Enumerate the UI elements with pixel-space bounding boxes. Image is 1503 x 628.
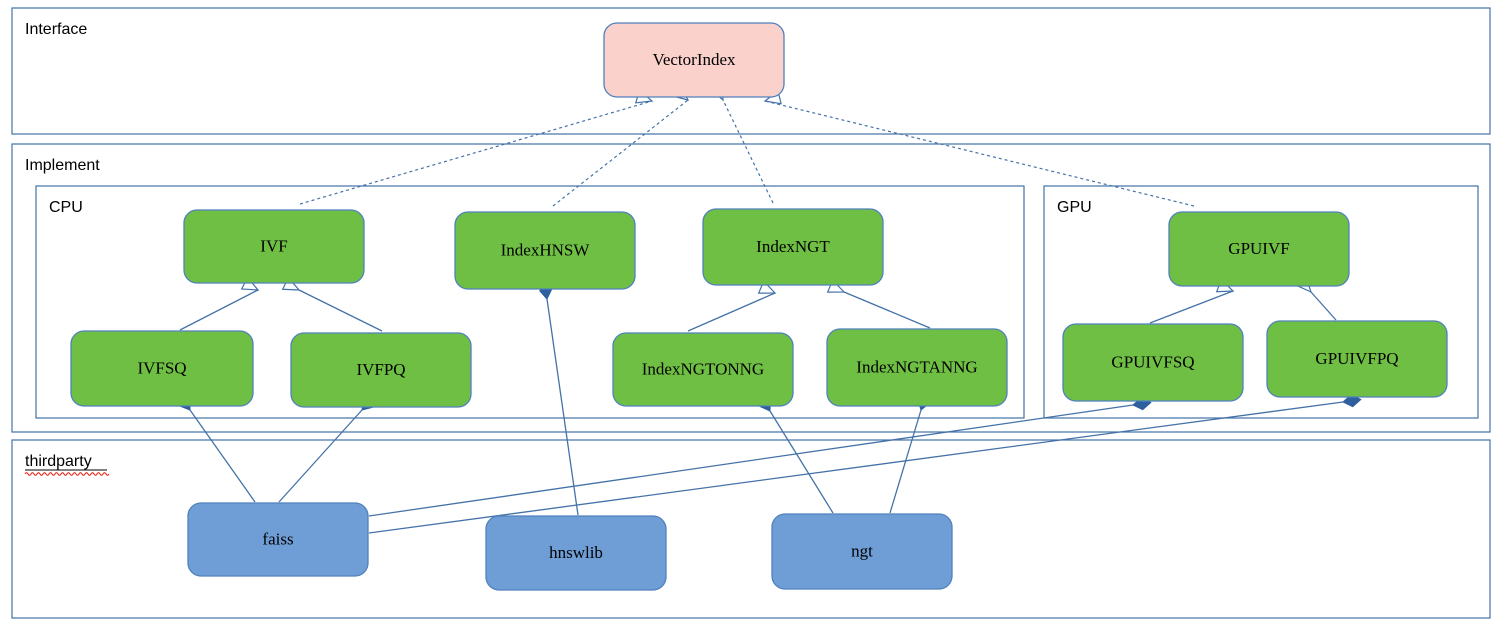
node-box-indexhnsw[interactable] <box>454 211 636 290</box>
edge-line-e-gpuivfpq-gpuivf <box>1310 291 1337 321</box>
edge-line-e-faiss-ivfsq <box>189 409 256 503</box>
node-label-ivfpq: IVFPQ <box>356 360 405 379</box>
edge-line-e-ngtanng-indexngt <box>843 291 931 329</box>
group-label-implement: Implement <box>25 157 100 174</box>
node-label-indexngt: IndexNGT <box>756 237 830 256</box>
node-ngt[interactable]: ngt <box>771 513 953 590</box>
group-label-interface: Interface <box>25 21 87 38</box>
edge-line-e-ngt-vectorindex <box>722 99 774 204</box>
node-box-gpuivfpq[interactable] <box>1266 320 1448 398</box>
edge-line-e-gpuivf-vectorindex <box>764 100 1195 207</box>
node-box-ngt[interactable] <box>771 513 953 590</box>
edge-line-e-gpuivfsq-gpuivf <box>1149 290 1234 324</box>
node-label-vectorindex: VectorIndex <box>652 50 736 69</box>
node-box-ivfsq[interactable] <box>70 330 254 407</box>
node-gpuivfsq[interactable]: GPUIVFSQ <box>1062 323 1244 402</box>
node-label-gpuivfpq: GPUIVFPQ <box>1315 349 1398 368</box>
node-label-ngt: ngt <box>851 541 873 560</box>
group-label-gpu: GPU <box>1057 199 1092 216</box>
node-label-indexngtonng: IndexNGTONNG <box>642 359 764 378</box>
node-vectorindex[interactable]: VectorIndex <box>603 22 785 98</box>
node-box-vectorindex[interactable] <box>603 22 785 98</box>
node-box-ivfpq[interactable] <box>290 332 472 408</box>
group-label-cpu: CPU <box>49 199 83 216</box>
spellcheck-squiggle-icon <box>24 472 110 476</box>
node-box-gpuivf[interactable] <box>1168 211 1350 287</box>
node-label-indexhnsw: IndexHNSW <box>501 240 591 259</box>
node-gpuivf[interactable]: GPUIVF <box>1168 211 1350 287</box>
edge-line-e-ivf-vectorindex <box>299 100 653 205</box>
node-ivf[interactable]: IVF <box>183 209 365 284</box>
node-hnswlib[interactable]: hnswlib <box>485 515 667 591</box>
node-faiss[interactable]: faiss <box>187 502 369 577</box>
node-box-faiss[interactable] <box>187 502 369 577</box>
node-box-indexngtonng[interactable] <box>612 332 794 407</box>
node-label-faiss: faiss <box>262 529 293 548</box>
group-label-thirdparty: thirdparty <box>25 453 92 470</box>
edge-line-e-ivfpq-ivf <box>298 289 383 332</box>
edge-line-e-ngt-indexngtanng <box>889 409 922 514</box>
edge-line-e-faiss-ivfpq <box>278 409 363 503</box>
edge-line-e-hnswlib-indexhnsw <box>546 298 579 516</box>
edge-line-e-ngtonng-indexngt <box>687 292 776 332</box>
edge-line-e-faiss-gpuivfpq <box>368 401 1344 534</box>
node-box-gpuivfsq[interactable] <box>1062 323 1244 402</box>
node-indexhnsw[interactable]: IndexHNSW <box>454 211 636 290</box>
node-box-indexngtanng[interactable] <box>826 328 1008 407</box>
node-label-ivfsq: IVFSQ <box>137 358 186 377</box>
node-label-gpuivf: GPUIVF <box>1228 239 1289 258</box>
node-box-ivf[interactable] <box>183 209 365 284</box>
node-label-indexngtanng: IndexNGTANNG <box>856 357 977 376</box>
node-box-hnswlib[interactable] <box>485 515 667 591</box>
edge-line-e-ivfsq-ivf <box>179 289 259 331</box>
node-label-hnswlib: hnswlib <box>549 543 603 562</box>
node-ivfpq[interactable]: IVFPQ <box>290 332 472 408</box>
node-indexngt[interactable]: IndexNGT <box>702 208 884 286</box>
node-gpuivfpq[interactable]: GPUIVFPQ <box>1266 320 1448 398</box>
edge-line-e-ngt-indexngtonng <box>769 410 834 514</box>
edge-line-e-faiss-gpuivfsq <box>368 404 1134 517</box>
node-label-gpuivfsq: GPUIVFSQ <box>1111 352 1194 371</box>
edge-line-e-hnsw-vectorindex <box>552 99 689 207</box>
node-label-ivf: IVF <box>260 236 287 255</box>
node-indexngtanng[interactable]: IndexNGTANNG <box>826 328 1008 407</box>
node-ivfsq[interactable]: IVFSQ <box>70 330 254 407</box>
node-box-indexngt[interactable] <box>702 208 884 286</box>
node-indexngtonng[interactable]: IndexNGTONNG <box>612 332 794 407</box>
